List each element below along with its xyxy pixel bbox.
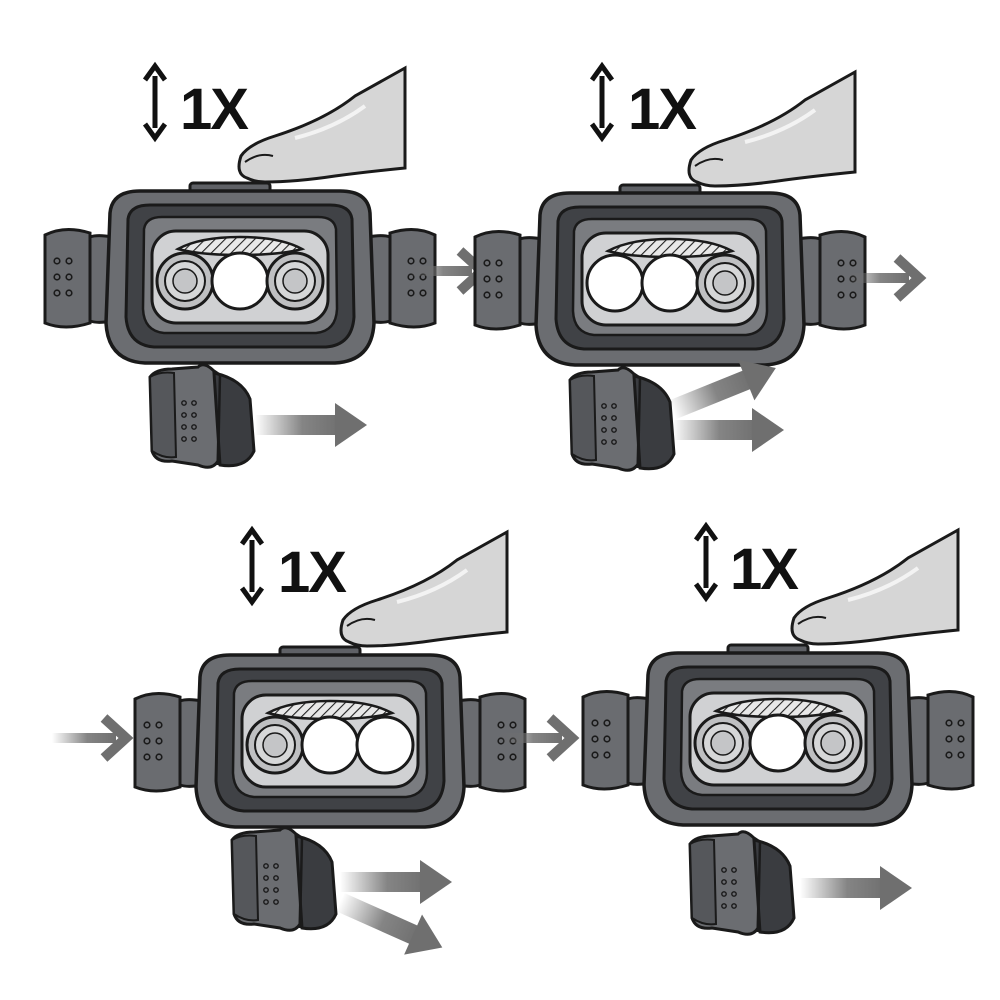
headlamp-front-icon [133, 645, 527, 829]
led-right [265, 251, 325, 311]
step-3: 1X [133, 530, 527, 968]
headlamp-side-icon [148, 363, 256, 469]
press-count-label: 1X [628, 77, 697, 142]
headlamp-front-icon [473, 183, 867, 367]
press-arrow-icon [696, 526, 716, 598]
finger-icon [790, 528, 960, 646]
press-count-label: 1X [730, 537, 799, 602]
finger-icon [687, 70, 857, 188]
beam-arrow-icon [672, 408, 784, 452]
finger-icon [237, 66, 407, 184]
headlamp-side-icon [688, 830, 796, 936]
step-4: 1X [581, 526, 975, 936]
headlamp-front-icon [43, 181, 437, 365]
headlamp-side-icon [230, 826, 338, 932]
press-arrow-icon [242, 530, 262, 602]
headlamp-side-icon [568, 366, 676, 472]
step-2: 1X [473, 66, 867, 472]
press-count-label: 1X [278, 540, 347, 605]
led-center [748, 713, 808, 773]
led-right [355, 715, 415, 775]
led-left [585, 253, 645, 313]
led-left [155, 251, 215, 311]
led-left [693, 713, 753, 773]
led-center [640, 253, 700, 313]
led-left [245, 715, 305, 775]
led-center [210, 251, 270, 311]
led-center [300, 715, 360, 775]
finger-icon [339, 530, 509, 648]
press-count-label: 1X [180, 77, 249, 142]
next-step-arrow-icon [52, 718, 126, 758]
led-right [695, 253, 755, 313]
led-right [803, 713, 863, 773]
beam-arrow-icon [340, 860, 452, 904]
beam-arrow-icon [255, 403, 367, 447]
press-arrow-icon [145, 66, 165, 138]
beam-arrow-icon [800, 866, 912, 910]
press-arrow-icon [592, 66, 612, 138]
headlamp-front-icon [581, 643, 975, 827]
step-1: 1X [43, 66, 437, 469]
